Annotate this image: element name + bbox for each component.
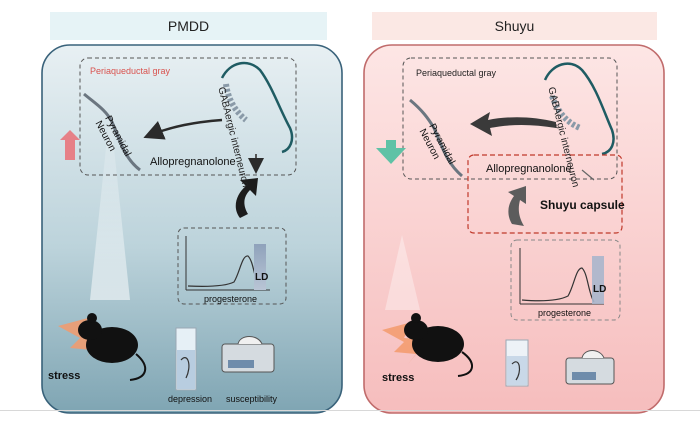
left-pag-box: [79, 57, 297, 176]
right-light-beam: [385, 235, 420, 310]
right-interneuron-vesicles: [549, 94, 582, 131]
left-mouse-icon: [78, 313, 146, 381]
right-chart-bar-label: LD: [593, 284, 607, 295]
right-scale-icon: [565, 350, 615, 385]
right-panel-title: Shuyu: [494, 18, 535, 34]
right-interneuron-shape: [543, 62, 615, 156]
right-down-arrow-icon: [376, 140, 406, 164]
right-mouse-icon: [404, 313, 473, 377]
right-inhibit-arrow: [470, 112, 556, 136]
left-test-label-depression: depression: [168, 394, 213, 404]
left-stress-label: stress: [48, 370, 81, 382]
right-header-bg: [372, 12, 657, 40]
left-beaker-icon: [175, 327, 197, 391]
left-curved-arrow-icon: [235, 178, 258, 218]
left-test-label-susceptibility: susceptibility: [226, 394, 278, 404]
right-up-arrow-icon: [508, 186, 526, 226]
left-interneuron-vesicles: [223, 83, 248, 123]
right-stress-label: stress: [382, 372, 415, 384]
left-inhibit-arrow: [143, 118, 223, 140]
left-chart-bar: [254, 244, 266, 290]
right-chart-box: [510, 239, 621, 321]
right-molecule-label: Allopregnanolone: [486, 163, 572, 175]
left-interneuron-shape: [220, 61, 294, 154]
left-molecule-label: Allopregnanolone: [150, 156, 236, 168]
right-drug-box: [467, 154, 623, 234]
right-chart-x-label: progesterone: [538, 308, 592, 318]
left-up-arrow-icon: [60, 130, 80, 160]
left-light-beam: [90, 110, 130, 300]
right-neuron-shape: [409, 98, 464, 178]
left-panel-title: PMDD: [167, 18, 210, 34]
right-chart-curve: [521, 267, 595, 303]
right-beaker-icon: [505, 339, 529, 387]
left-chart-x-label: progesterone: [204, 294, 258, 304]
left-chart-bar-label: LD: [255, 272, 269, 283]
right-small-arrow-icon: [581, 169, 595, 181]
right-drug-label: Shuyu capsule: [540, 198, 625, 212]
left-scale-icon: [221, 336, 275, 373]
left-header-bg: [50, 12, 327, 40]
left-region-label: Periaqueductal gray: [90, 66, 171, 76]
left-neuron-shape: [83, 92, 141, 172]
bottom-divider: [0, 410, 700, 411]
right-region-label: Periaqueductal gray: [416, 68, 497, 78]
left-chart-box: [177, 227, 287, 305]
right-chart-bar: [592, 256, 604, 304]
right-pag-box: [402, 57, 618, 180]
